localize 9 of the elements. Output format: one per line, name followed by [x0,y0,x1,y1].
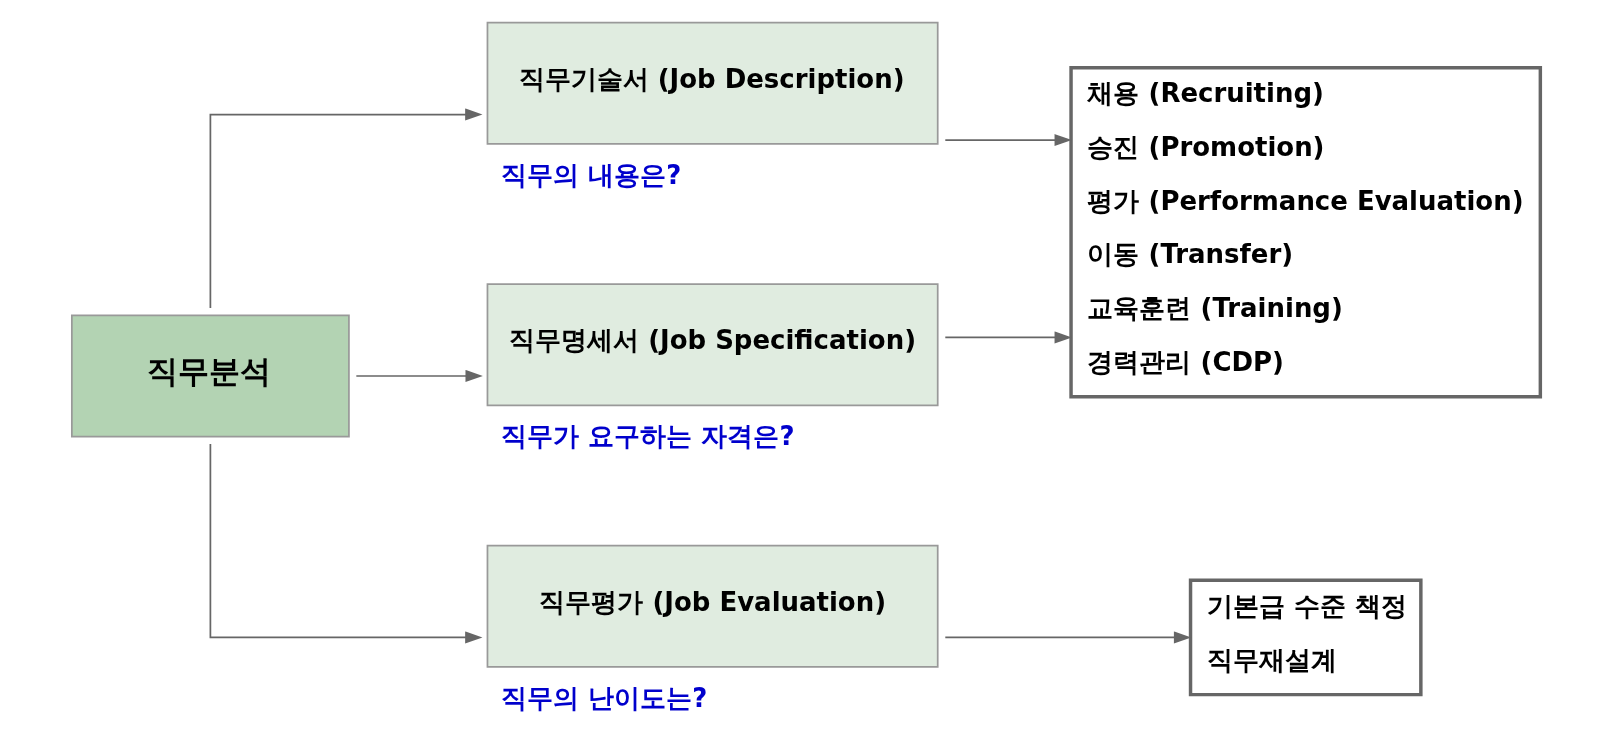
arrow [943,331,1072,344]
node-label: 직무의 난이도는? [500,682,707,713]
node-label: 직무가 요구하는 자격은? [500,421,794,452]
arrow [354,369,483,383]
arrow [943,631,1191,644]
node-label: 직무의 내용은? [500,159,681,190]
arrow [209,443,482,644]
arrow [943,134,1072,147]
arrow [209,108,482,309]
